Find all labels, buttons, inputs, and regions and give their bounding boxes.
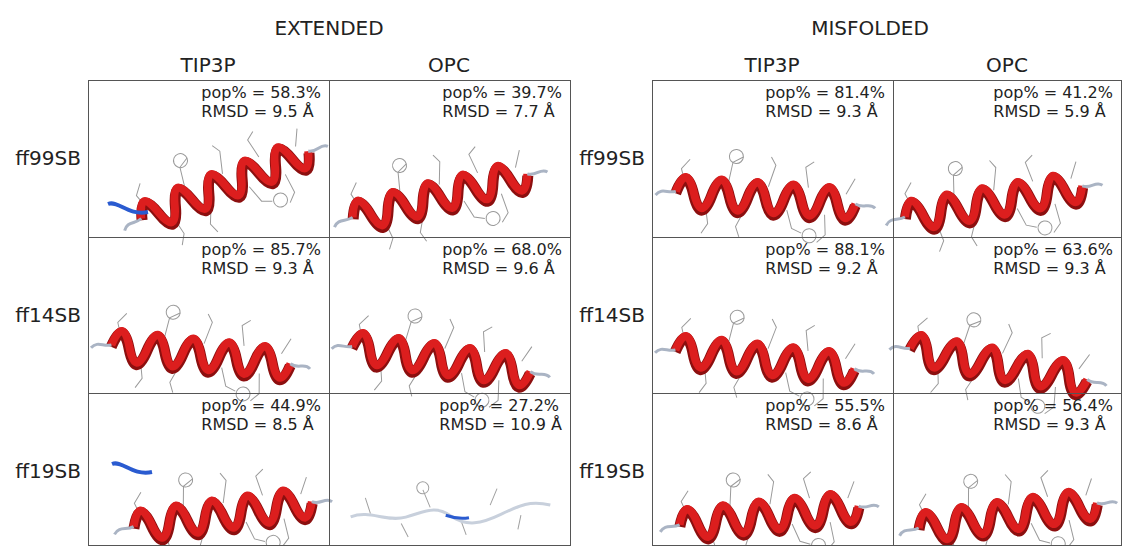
structure-cell: pop% = 55.5%RMSD = 8.6 Å xyxy=(652,393,894,546)
helix-ribbon xyxy=(107,453,337,546)
force-field-label: ff99SB xyxy=(15,146,81,170)
turn-ribbon xyxy=(112,463,152,472)
cluster-stat: pop% = 81.4% xyxy=(765,83,885,102)
stat-block: pop% = 85.7%RMSD = 9.3 Å xyxy=(201,240,321,278)
stat-block: pop% = 39.7%RMSD = 7.7 Å xyxy=(442,83,562,121)
cluster-stat: RMSD = 9.3 Å xyxy=(993,415,1113,434)
helix-ribbon xyxy=(893,455,1123,546)
cluster-stat: RMSD = 9.3 Å xyxy=(765,102,885,121)
stat-block: pop% = 58.3%RMSD = 9.5 Å xyxy=(201,83,321,121)
cluster-stat: pop% = 27.2% xyxy=(439,396,562,415)
stat-block: pop% = 68.0%RMSD = 9.6 Å xyxy=(442,240,562,278)
stat-block: pop% = 63.6%RMSD = 9.3 Å xyxy=(993,240,1113,278)
stat-block: pop% = 56.4%RMSD = 9.3 Å xyxy=(993,396,1113,434)
structure-cell: pop% = 58.3%RMSD = 9.5 Å xyxy=(88,80,330,238)
cluster-stat: pop% = 44.9% xyxy=(201,396,321,415)
force-field-label: ff19SB xyxy=(15,459,81,483)
structure-cell: pop% = 63.6%RMSD = 9.3 Å xyxy=(893,237,1122,394)
cluster-stat: RMSD = 9.5 Å xyxy=(201,102,321,121)
stat-block: pop% = 55.5%RMSD = 8.6 Å xyxy=(765,396,885,434)
water-model-heading: TIP3P xyxy=(181,53,236,77)
helix-ribbon xyxy=(655,458,883,546)
cluster-stat: RMSD = 5.9 Å xyxy=(993,102,1113,121)
cluster-stat: pop% = 39.7% xyxy=(442,83,562,102)
cluster-stat: RMSD = 8.6 Å xyxy=(765,415,885,434)
force-field-label: ff19SB xyxy=(579,459,645,483)
cluster-stat: pop% = 68.0% xyxy=(442,240,562,259)
cluster-stat: RMSD = 9.2 Å xyxy=(765,259,885,278)
cluster-stat: pop% = 56.4% xyxy=(993,396,1113,415)
structure-cell: pop% = 44.9%RMSD = 8.5 Å xyxy=(88,393,330,546)
force-field-label: ff14SB xyxy=(579,303,645,327)
cluster-stat: pop% = 41.2% xyxy=(993,83,1113,102)
cluster-stat: RMSD = 8.5 Å xyxy=(201,415,321,434)
stat-block: pop% = 88.1%RMSD = 9.2 Å xyxy=(765,240,885,278)
cluster-stat: pop% = 85.7% xyxy=(201,240,321,259)
structure-cell: pop% = 88.1%RMSD = 9.2 Å xyxy=(652,237,894,394)
force-field-label: ff99SB xyxy=(579,146,645,170)
helix-ribbon xyxy=(883,299,1115,424)
cluster-stat: RMSD = 10.9 Å xyxy=(439,415,562,434)
helix-ribbon xyxy=(653,144,879,247)
cluster-stat: RMSD = 9.6 Å xyxy=(442,259,562,278)
stat-block: pop% = 81.4%RMSD = 9.3 Å xyxy=(765,83,885,121)
water-model-heading: TIP3P xyxy=(745,53,800,77)
cluster-stat: pop% = 58.3% xyxy=(201,83,321,102)
force-field-label: ff14SB xyxy=(15,303,81,327)
structure-cell: pop% = 68.0%RMSD = 9.6 Å xyxy=(329,237,571,394)
panel-heading: EXTENDED xyxy=(274,16,383,40)
cluster-stat: pop% = 55.5% xyxy=(765,396,885,415)
structure-cell: pop% = 56.4%RMSD = 9.3 Å xyxy=(893,393,1122,546)
structure-cell: pop% = 41.2%RMSD = 5.9 Å xyxy=(893,80,1122,238)
structure-cell: pop% = 39.7%RMSD = 7.7 Å xyxy=(329,80,571,238)
structure-cell: pop% = 81.4%RMSD = 9.3 Å xyxy=(652,80,894,238)
stat-block: pop% = 41.2%RMSD = 5.9 Å xyxy=(993,83,1113,121)
cluster-stat: RMSD = 7.7 Å xyxy=(442,102,562,121)
stat-block: pop% = 27.2%RMSD = 10.9 Å xyxy=(439,396,562,434)
cluster-stat: RMSD = 9.3 Å xyxy=(201,259,321,278)
water-model-heading: OPC xyxy=(428,53,470,77)
turn-ribbon xyxy=(108,203,148,212)
structure-cell: pop% = 85.7%RMSD = 9.3 Å xyxy=(88,237,330,394)
coil-backbone xyxy=(349,473,552,543)
helix-ribbon xyxy=(87,297,315,408)
stat-block: pop% = 44.9%RMSD = 8.5 Å xyxy=(201,396,321,434)
cluster-stat: RMSD = 9.3 Å xyxy=(993,259,1113,278)
panel-heading: MISFOLDED xyxy=(811,16,929,40)
helix-ribbon xyxy=(106,101,343,265)
structure-cell: pop% = 27.2%RMSD = 10.9 Å xyxy=(329,393,571,546)
water-model-heading: OPC xyxy=(986,53,1028,77)
cluster-stat: pop% = 88.1% xyxy=(765,240,885,259)
cluster-stat: pop% = 63.6% xyxy=(993,240,1113,259)
